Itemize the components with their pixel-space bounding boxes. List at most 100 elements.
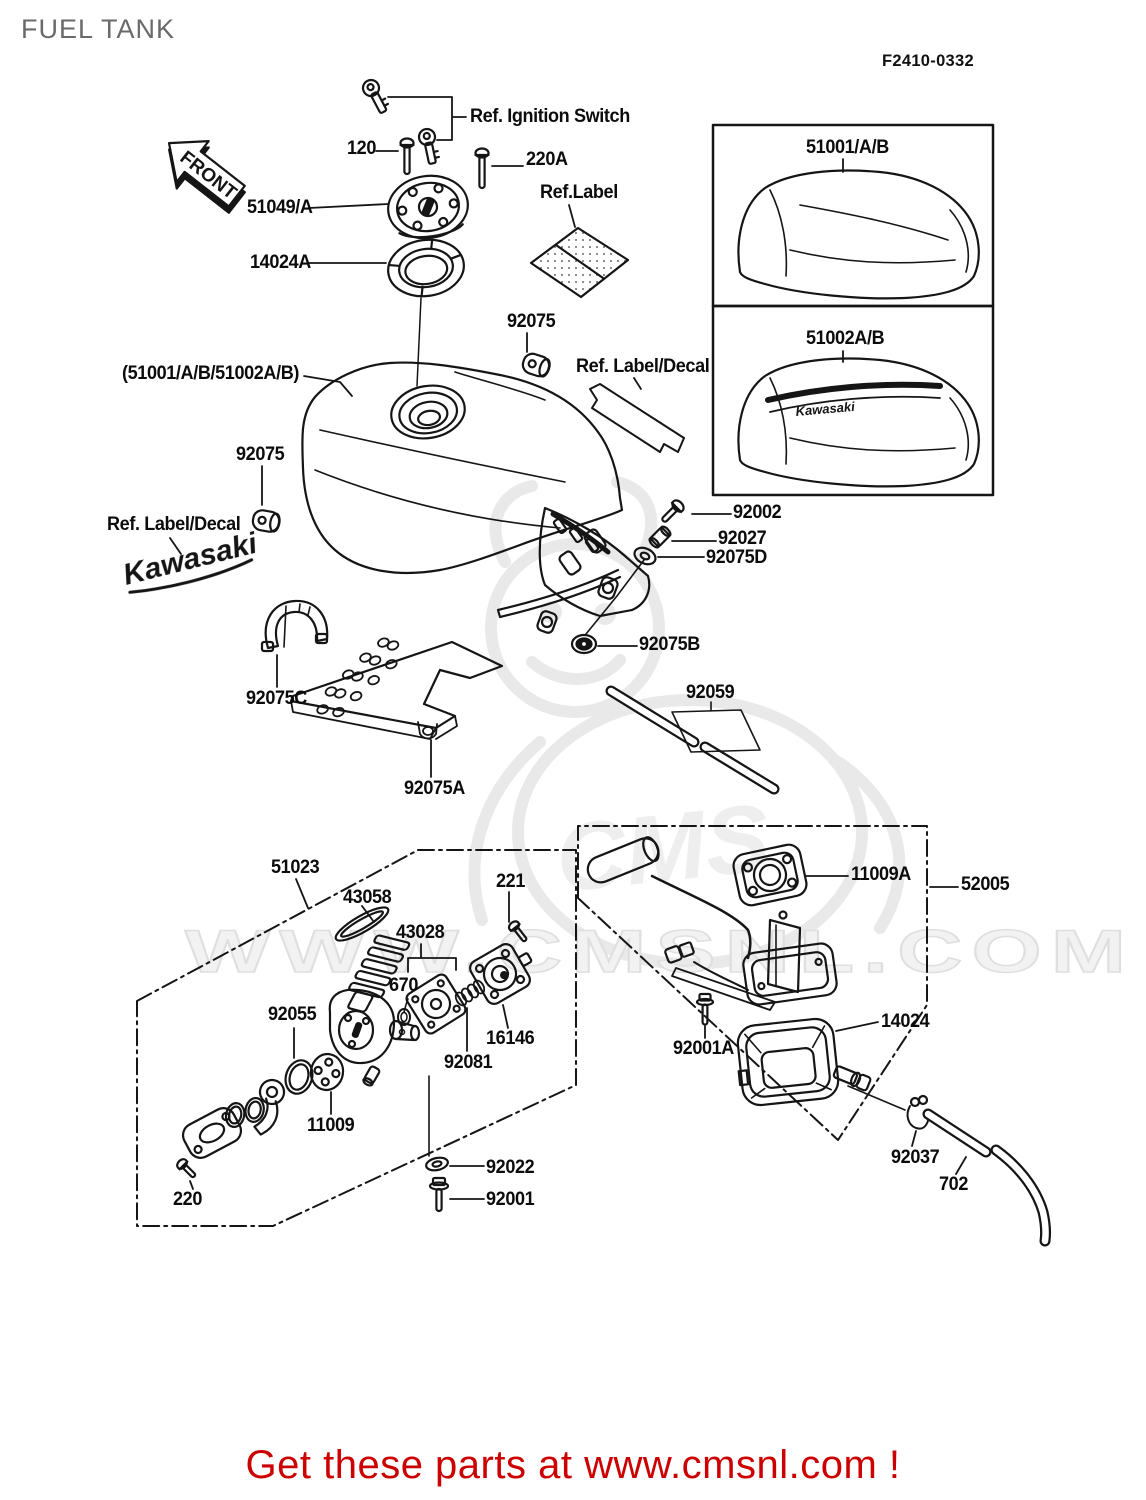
label-ref-label: Ref.Label [540,182,618,203]
cap-to-tank-line [416,297,422,387]
oring-92055-icon [284,1059,314,1095]
tank-option-51001-drawing [737,169,980,300]
fuel-tap-group-box [136,849,577,1227]
float-cylinder-icon [586,836,660,884]
washer-92022-icon [425,1156,449,1172]
part-label-43028: 43028 [396,922,445,943]
page-title: FUEL TANK [21,14,176,44]
leader-tank-group [303,375,353,397]
screw-120-icon [399,137,415,176]
cmsnl-footer-link[interactable]: Get these parts at www.cmsnl.com ! [245,1443,901,1487]
tap-gasket-43058-icon [334,906,390,942]
hose-702-icon [922,1108,1052,1247]
part-label-92002: 92002 [733,502,782,523]
hose-92059-icon [605,685,780,795]
ignition-leader-line [387,96,467,141]
pad-92075a-icon [289,637,504,740]
part-label-92075a: 92075A [404,778,465,799]
fuel-cap-icon [387,174,469,240]
watermark-url-text: WWW.CMSNL.COM [185,918,1135,985]
part-label-92055: 92055 [268,1004,317,1025]
tank-option-51002-drawing: Kawasaki [737,357,980,488]
leader-43058 [361,905,375,923]
ignition-key-icon [417,127,441,165]
bolt-92001a-icon [695,992,715,1026]
label-sheet-icon [529,204,630,299]
leader-92037 [911,1130,917,1147]
base-gasket-icon [181,1107,243,1159]
fuel-pump-group-box [577,825,928,1141]
disc-11009-icon [309,1052,345,1092]
damper-icon-92075-left [251,509,281,533]
part-label-52005: 52005 [961,874,1010,895]
leader-16146 [502,1004,509,1029]
cover-16146-icon [469,943,533,1005]
part-label-92075c: 92075C [246,688,307,709]
leader-702 [955,1156,967,1175]
pump-cup-14024-icon [736,1017,872,1107]
part-label-92022: 92022 [486,1157,535,1178]
part-label-220: 220 [173,1189,202,1210]
label-ref-ignition-switch: Ref. Ignition Switch [470,106,630,127]
part-label-92001: 92001 [486,1189,535,1210]
leader-cup-to-clamp [847,1085,906,1111]
part-label-221: 221 [496,871,525,892]
screw-220a-icon [474,147,490,190]
part-label-43058: 43058 [343,887,392,908]
leader-ref-label-decal-left [169,537,182,555]
leader-diagonal-bracket [585,559,645,635]
oring-670-icon [397,998,411,1036]
part-label-92027: 92027 [718,528,767,549]
option-box-51002 [711,304,995,497]
oring-pair-icon [224,1096,265,1129]
bolt-92001-icon [428,1176,450,1213]
label-decal-strip-icon [589,377,685,453]
leader-43028 [407,943,457,973]
part-label-14024: 14024 [881,1011,930,1032]
collar-92027-icon [648,525,672,549]
part-label-120: 120 [347,138,376,159]
part-label-51002: 51002A/B [806,328,885,349]
part-label-51001: 51001/A/B [806,137,889,158]
front-arrow-icon: FRONT [167,140,246,214]
screw-221-icon [507,920,528,943]
part-label-92075-left: 92075 [236,444,285,465]
damper-icon-92075-top [521,352,551,378]
part-label-92075d: 92075D [706,547,767,568]
part-label-51023: 51023 [271,857,320,878]
leader-51049 [308,203,389,209]
float-wire [650,874,752,960]
part-label-51049: 51049/A [247,197,313,218]
grommet-92075b-icon [570,633,598,655]
part-label-92081: 92081 [444,1052,493,1073]
label-tank-group: (51001/A/B/51002A/B) [122,363,300,384]
watermark-cms-logo-text: CMS [551,784,774,913]
sender-flange-11009a-icon [732,843,808,907]
tank-logo-text: Kawasaki [795,399,856,419]
clamp-92075c-icon [260,599,329,653]
part-label-702: 702 [939,1174,968,1195]
fuel-tap-body-drawing [328,934,421,1087]
label-ref-label-decal-left: Ref. Label/Decal [107,514,241,535]
part-label-16146: 16146 [486,1028,535,1049]
part-label-11009a: 11009A [851,864,911,885]
label-ref-label-decal-right: Ref. Label/Decal [576,356,710,377]
part-label-92037: 92037 [891,1147,940,1168]
leader-220 [189,1180,194,1190]
part-label-14024a: 14024A [250,252,311,273]
part-label-92059: 92059 [686,682,735,703]
leader-14024 [835,1021,879,1032]
part-label-92001a: 92001A [673,1038,734,1059]
leader-51023 [295,878,309,909]
pump-bracket-drawing [664,910,838,1011]
part-label-11009: 11009 [307,1115,355,1136]
bolt-92002-icon [661,499,685,523]
ignition-key-icon [361,78,390,114]
cms-watermark: CMS WWW.CMSNL.COM [184,476,1135,986]
part-label-670: 670 [389,975,418,996]
figure-code: F2410-0332 [882,52,974,70]
part-label-220a: 220A [526,149,568,170]
fuel-tank-drawing [301,361,651,634]
